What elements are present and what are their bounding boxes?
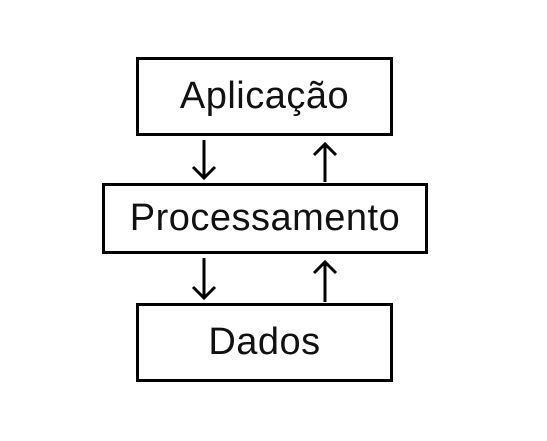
down-arrow-icon [191,258,217,301]
down-arrow-icon [191,140,217,181]
up-arrow-icon [312,141,338,182]
processing-layer-box: Processamento [102,183,428,254]
application-layer-label: Aplicação [179,75,350,117]
up-arrow-icon [312,259,338,302]
processing-layer-label: Processamento [129,197,401,239]
data-layer-label: Dados [208,321,321,363]
application-layer-box: Aplicação [136,57,393,136]
data-layer-box: Dados [136,303,393,382]
